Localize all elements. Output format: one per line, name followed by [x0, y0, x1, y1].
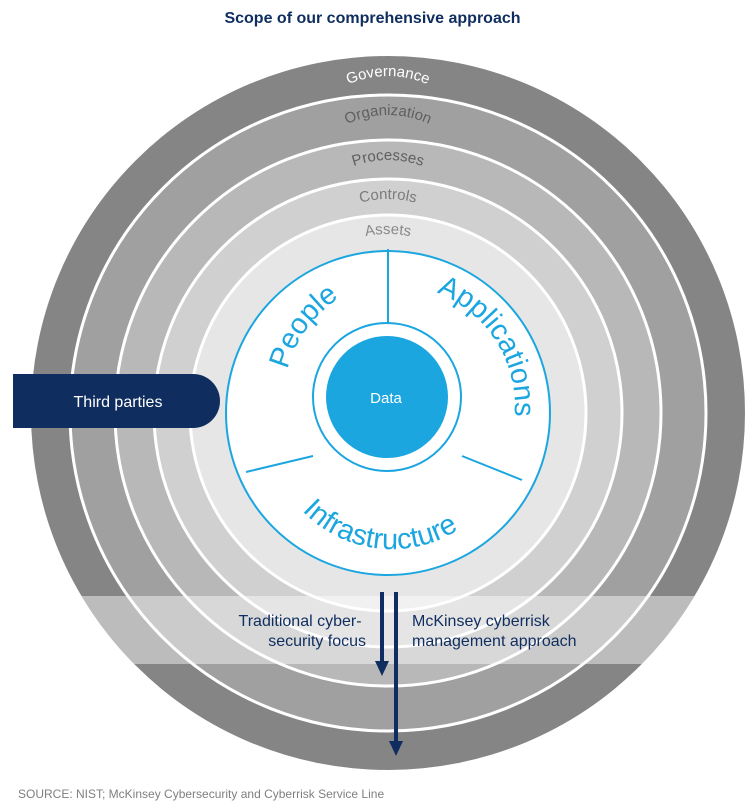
traditional-focus-label: Traditional cyber- security focus	[239, 613, 366, 650]
third-parties-tab	[13, 374, 220, 428]
mckinsey-arrow-head	[389, 741, 403, 756]
focus-band	[31, 596, 745, 664]
diagram-title: Scope of our comprehensive approach	[224, 10, 521, 27]
label-processes: Processes	[350, 147, 427, 170]
spoke-left	[245, 455, 314, 473]
label-controls: Controls	[358, 186, 419, 207]
data-label: Data	[370, 390, 402, 407]
data-core	[326, 336, 448, 458]
label-assets: Assets	[364, 221, 413, 240]
traditional-arrow-head	[375, 661, 389, 676]
third-parties-label: Third parties	[74, 394, 163, 411]
spoke-right	[461, 455, 523, 481]
mckinsey-approach-label: McKinsey cyberrisk management approach	[412, 613, 577, 650]
source-note: SOURCE: NIST; McKinsey Cybersecurity and…	[18, 787, 385, 801]
